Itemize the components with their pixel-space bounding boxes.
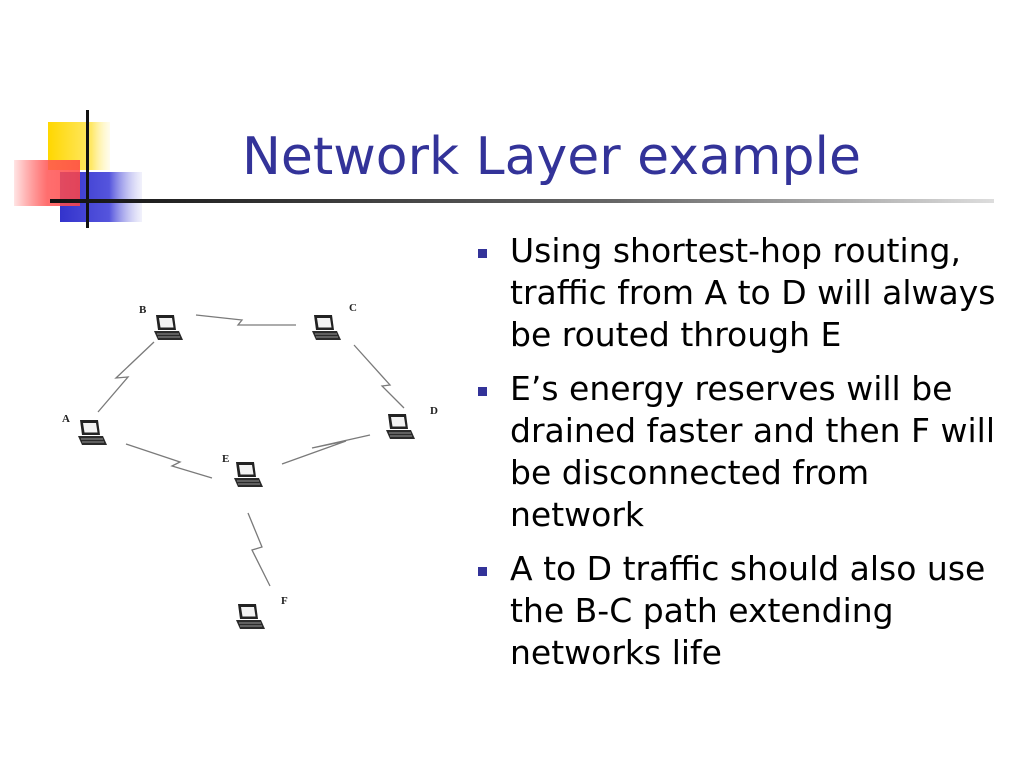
node-label-e: E <box>222 453 229 465</box>
link-b-c <box>195 314 296 326</box>
node-d: D <box>385 405 438 440</box>
network-diagram: B C A D E F <box>62 302 438 630</box>
laptop-icon <box>385 413 416 440</box>
node-c: C <box>311 302 357 341</box>
logo-vertical-bar <box>86 110 89 228</box>
link-e-f <box>247 512 271 587</box>
title-underline <box>50 199 994 203</box>
laptop-icon <box>77 419 108 446</box>
wireless-links <box>97 314 405 587</box>
laptop-icon <box>153 314 184 341</box>
bullet-text: E’s energy reserves will be drained fast… <box>510 369 995 534</box>
node-label-a: A <box>62 413 70 425</box>
logo-red-square <box>14 160 80 206</box>
node-label-c: C <box>349 302 357 314</box>
laptop-icon <box>233 461 264 488</box>
square-bullet-icon <box>478 567 487 576</box>
node-b: B <box>139 304 184 341</box>
bullet-item: E’s energy reserves will be drained fast… <box>470 368 1010 536</box>
bullet-text: A to D traffic should also use the B-C p… <box>510 549 986 672</box>
decorative-logo <box>14 110 142 228</box>
node-a: A <box>62 413 108 446</box>
slide-title: Network Layer example <box>242 127 861 187</box>
laptop-icon <box>235 603 266 630</box>
node-e: E <box>222 453 264 488</box>
node-label-f: F <box>281 595 288 607</box>
bullet-item: Using shortest-hop routing, traffic from… <box>470 230 1010 356</box>
link-e-d <box>281 434 371 465</box>
bullet-text: Using shortest-hop routing, traffic from… <box>510 231 996 354</box>
bullet-list: Using shortest-hop routing, traffic from… <box>470 230 1010 686</box>
node-label-d: D <box>430 405 438 417</box>
square-bullet-icon <box>478 249 487 258</box>
laptop-icon <box>311 314 342 341</box>
link-c-d <box>353 344 405 409</box>
bullet-item: A to D traffic should also use the B-C p… <box>470 548 1010 674</box>
square-bullet-icon <box>478 387 487 396</box>
node-label-b: B <box>139 304 147 316</box>
link-a-b <box>97 341 155 413</box>
link-a-e <box>125 443 213 479</box>
node-f: F <box>235 595 288 630</box>
